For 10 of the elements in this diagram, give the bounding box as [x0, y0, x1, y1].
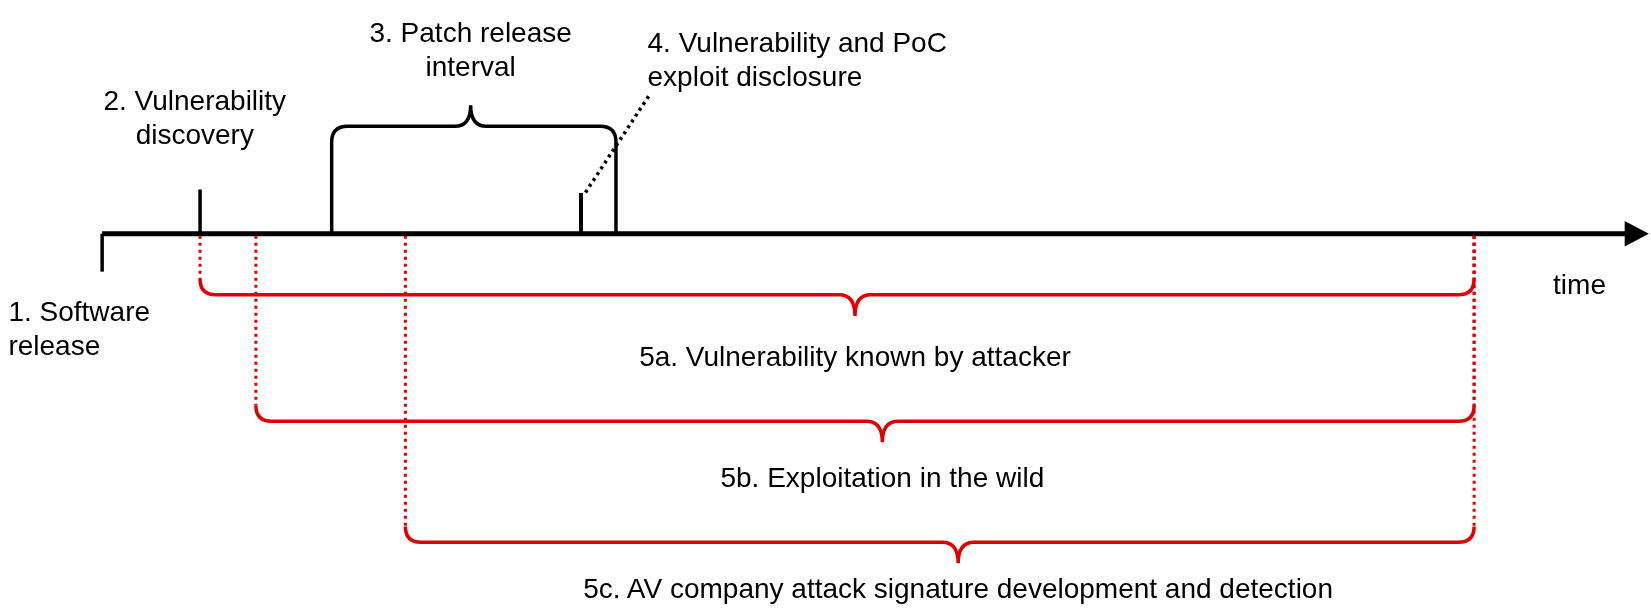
interval-label: 3. Patch release interval — [368, 15, 573, 84]
event-label: 2. Vulnerability discovery — [102, 84, 288, 153]
interval-label: 5b. Exploitation in the wild — [719, 461, 1046, 496]
interval-label: 5c. AV company attack signature development and detection — [582, 571, 1334, 606]
leader-line — [583, 95, 651, 194]
event-label: 1. Software release — [8, 294, 152, 363]
tick-mark — [579, 192, 584, 234]
event-label: 4. Vulnerability and PoC exploit disclosure — [647, 26, 1027, 95]
axis-label: time — [1553, 268, 1607, 303]
interval-label: 5a. Vulnerability known by attacker — [638, 340, 1072, 375]
